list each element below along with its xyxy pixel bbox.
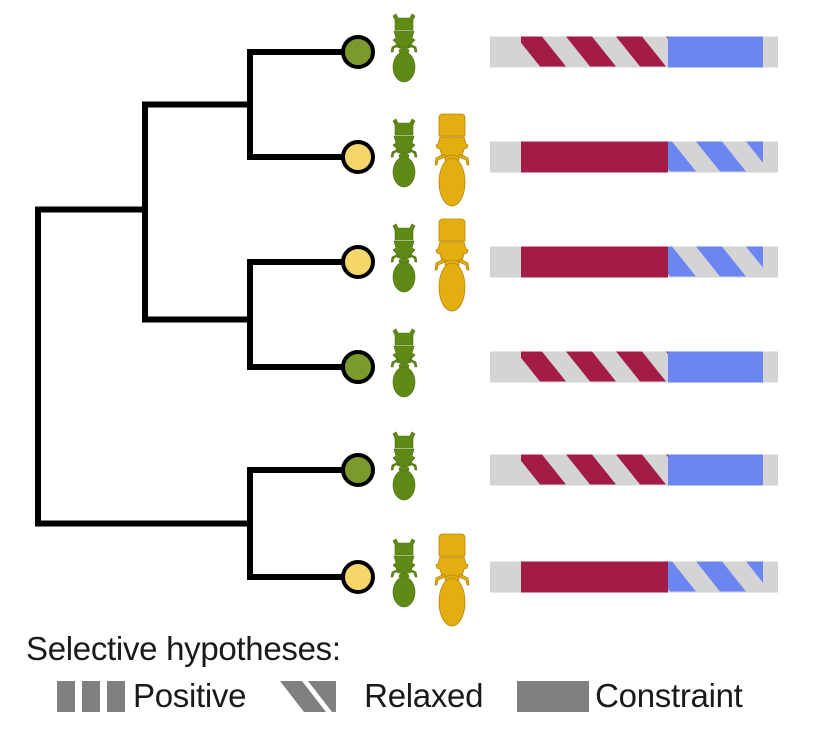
worker-ant-icon [390, 13, 418, 83]
selection-bar [490, 246, 778, 278]
tip-node-yellow [341, 560, 375, 594]
queen-ant-icon [434, 218, 470, 312]
bar-segment-red-constraint [521, 246, 668, 278]
selection-bar [490, 454, 778, 486]
selection-bars [490, 36, 778, 593]
legend-label: Positive [133, 677, 247, 714]
tip-node-green [341, 453, 375, 487]
worker-ant-icon [390, 118, 418, 188]
selection-bar [490, 351, 778, 383]
worker-ant-icon [390, 431, 418, 501]
legend-label: Relaxed [364, 677, 484, 714]
queen-ant-icon [434, 113, 470, 207]
legend-item-positive: Positive [57, 677, 246, 715]
worker-ant-icon [390, 538, 418, 608]
phylogenetic-tree [35, 49, 361, 580]
queen-ant-icon [434, 533, 470, 627]
constraint-swatch-icon [517, 680, 590, 712]
tree-branch [247, 259, 361, 370]
bar-segment-red-constraint [521, 561, 668, 593]
bar-segment-red-constraint [521, 141, 668, 173]
tree-branch [247, 467, 361, 580]
tree-branch [247, 49, 361, 160]
positive-swatch-icon [57, 680, 127, 712]
worker-ant-icon [390, 223, 418, 293]
tree-tips [341, 13, 470, 627]
legend-item-constraint: Constraint [517, 677, 743, 715]
selection-bar [490, 36, 778, 68]
bar-segment-red-relaxed [521, 351, 668, 383]
selection-bar [490, 561, 778, 593]
legend-item-relaxed: Relaxed [280, 677, 483, 715]
tip-node-yellow [341, 245, 375, 279]
bar-segment-red-relaxed [521, 36, 668, 68]
tip-node-green [341, 35, 375, 69]
tree-branch [35, 206, 253, 527]
selection-bar [490, 141, 778, 173]
legend-label: Constraint [595, 677, 743, 714]
bar-segment-blue-relaxed [668, 561, 763, 593]
tip-node-green [341, 350, 375, 384]
bar-segment-blue-constraint [668, 351, 763, 383]
legend-title: Selective hypotheses: [26, 630, 341, 667]
tip-node-yellow [341, 140, 375, 174]
worker-ant-icon [390, 328, 418, 398]
tree-branch [142, 101, 253, 323]
relaxed-swatch-icon [280, 680, 358, 712]
legend: Positive Relaxed Constraint [57, 676, 777, 716]
bar-segment-red-relaxed [521, 454, 668, 486]
bar-segment-blue-relaxed [668, 246, 763, 278]
bar-segment-blue-relaxed [668, 141, 763, 173]
bar-segment-blue-constraint [668, 454, 763, 486]
bar-segment-blue-constraint [668, 36, 763, 68]
